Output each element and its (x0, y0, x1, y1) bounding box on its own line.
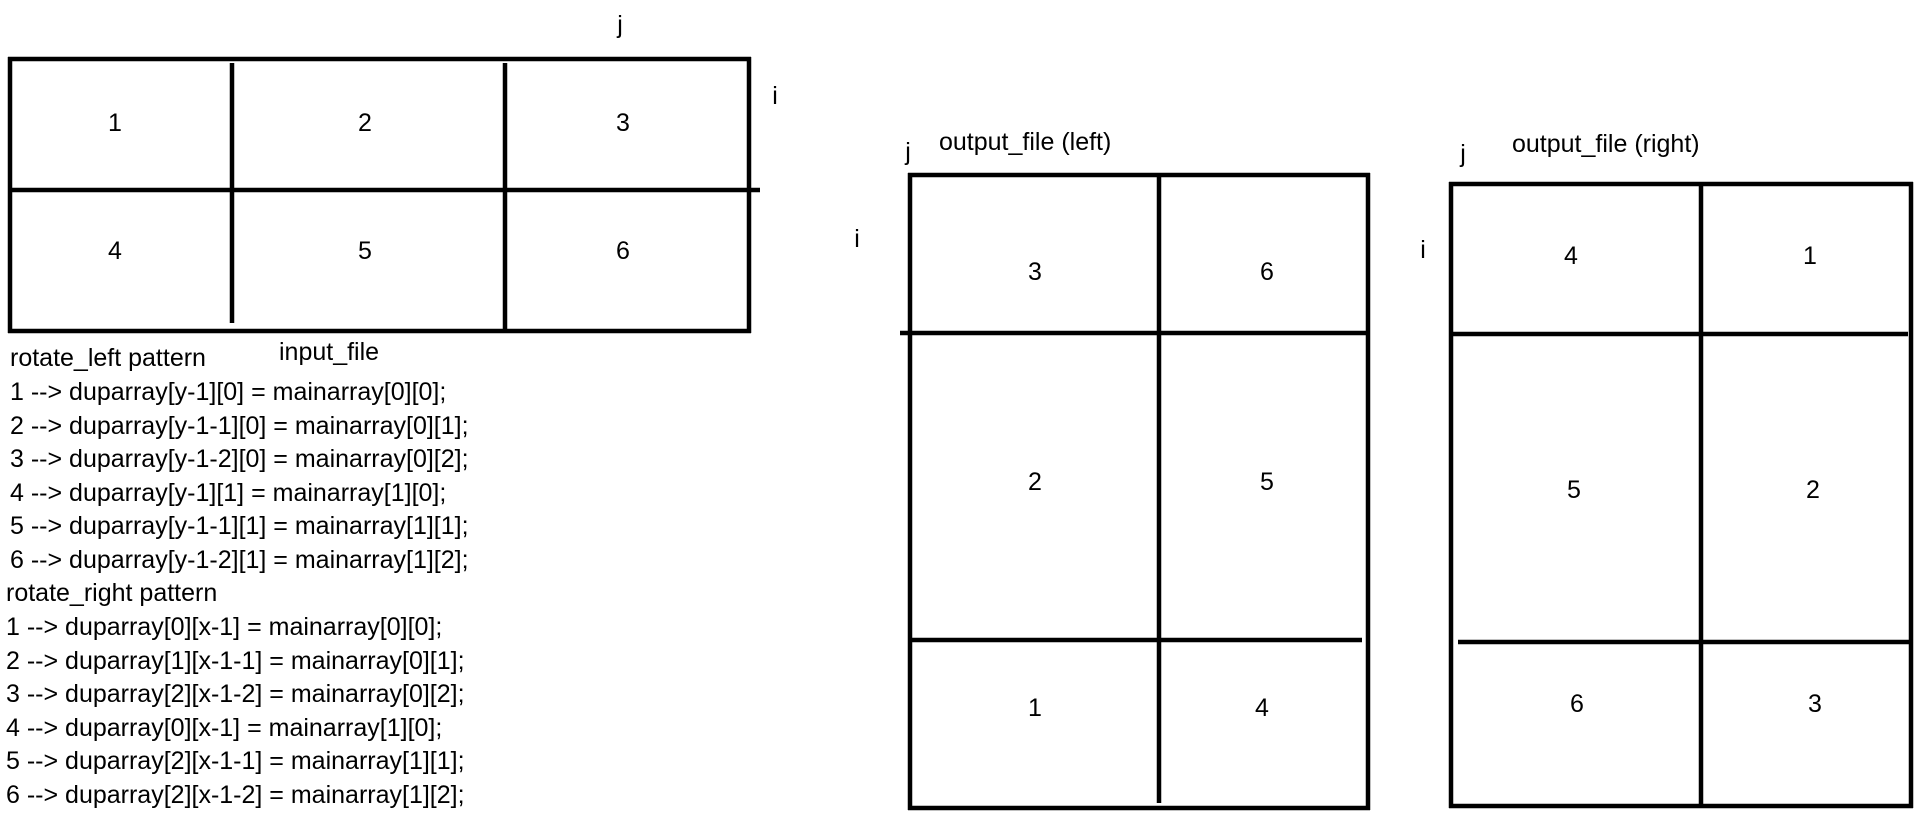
rotate-right-line: 3 --> duparray[2][x-1-2] = mainarray[0][… (6, 680, 465, 708)
output-left-cell-value: 4 (1255, 694, 1269, 722)
input-grid: 1 2 3 4 5 6 j i input_file (7, 11, 778, 366)
output-right-cell-value: 5 (1567, 476, 1581, 504)
input-cell-value: 6 (616, 237, 630, 265)
rotate-left-line: 1 --> duparray[y-1][0] = mainarray[0][0]… (10, 378, 446, 406)
input-row-axis-label: i (772, 82, 778, 110)
input-cell-value: 1 (108, 109, 122, 137)
output-left-title: output_file (left) (939, 128, 1111, 156)
rotate-right-heading: rotate_right pattern (6, 579, 217, 607)
output-left-col-axis-label: j (904, 138, 911, 166)
output-right-cell-value: 3 (1808, 690, 1822, 718)
rotate-left-line: 3 --> duparray[y-1-2][0] = mainarray[0][… (10, 445, 469, 473)
input-cell-value: 5 (358, 237, 372, 265)
output-right-cell-value: 4 (1564, 242, 1578, 270)
input-cell-value: 3 (616, 109, 630, 137)
rotate-right-line: 6 --> duparray[2][x-1-2] = mainarray[1][… (6, 781, 465, 809)
output-right-cell-value: 1 (1803, 242, 1817, 270)
output-right-cell-value: 6 (1570, 690, 1584, 718)
rotate-right-line: 1 --> duparray[0][x-1] = mainarray[0][0]… (6, 613, 442, 641)
rotate-left-line: 6 --> duparray[y-1-2][1] = mainarray[1][… (10, 546, 469, 574)
output-left-cell-value: 2 (1028, 468, 1042, 496)
output-left-cell-value: 3 (1028, 258, 1042, 286)
output-left-cell-value: 1 (1028, 694, 1042, 722)
output-right-grid: 4 1 5 2 6 3 j output_file (right) i (1420, 130, 1914, 809)
input-grid-title: input_file (279, 338, 379, 366)
rotate-right-line: 2 --> duparray[1][x-1-1] = mainarray[0][… (6, 647, 465, 675)
output-left-row-axis-label: i (854, 225, 860, 253)
output-left-cell-value: 6 (1260, 258, 1274, 286)
rotate-right-pattern: rotate_right pattern 1 --> duparray[0][x… (6, 579, 465, 809)
rotate-right-line: 5 --> duparray[2][x-1-1] = mainarray[1][… (6, 747, 465, 775)
rotate-left-line: 4 --> duparray[y-1][1] = mainarray[1][0]… (10, 479, 446, 507)
rotate-left-pattern: rotate_left pattern 1 --> duparray[y-1][… (10, 344, 469, 574)
output-right-title: output_file (right) (1512, 130, 1700, 158)
output-left-grid: 3 6 2 5 1 4 j output_file (left) i (854, 128, 1371, 811)
output-right-row-axis-label: i (1420, 236, 1426, 264)
rotate-right-line: 4 --> duparray[0][x-1] = mainarray[1][0]… (6, 714, 442, 742)
output-right-col-axis-label: j (1459, 140, 1466, 168)
input-col-axis-label: j (616, 11, 623, 39)
rotate-left-heading: rotate_left pattern (10, 344, 206, 372)
input-cell-value: 4 (108, 237, 122, 265)
rotate-left-line: 2 --> duparray[y-1-1][0] = mainarray[0][… (10, 412, 469, 440)
rotate-left-line: 5 --> duparray[y-1-1][1] = mainarray[1][… (10, 512, 469, 540)
output-right-cell-value: 2 (1806, 476, 1820, 504)
output-left-cell-value: 5 (1260, 468, 1274, 496)
input-cell-value: 2 (358, 109, 372, 137)
